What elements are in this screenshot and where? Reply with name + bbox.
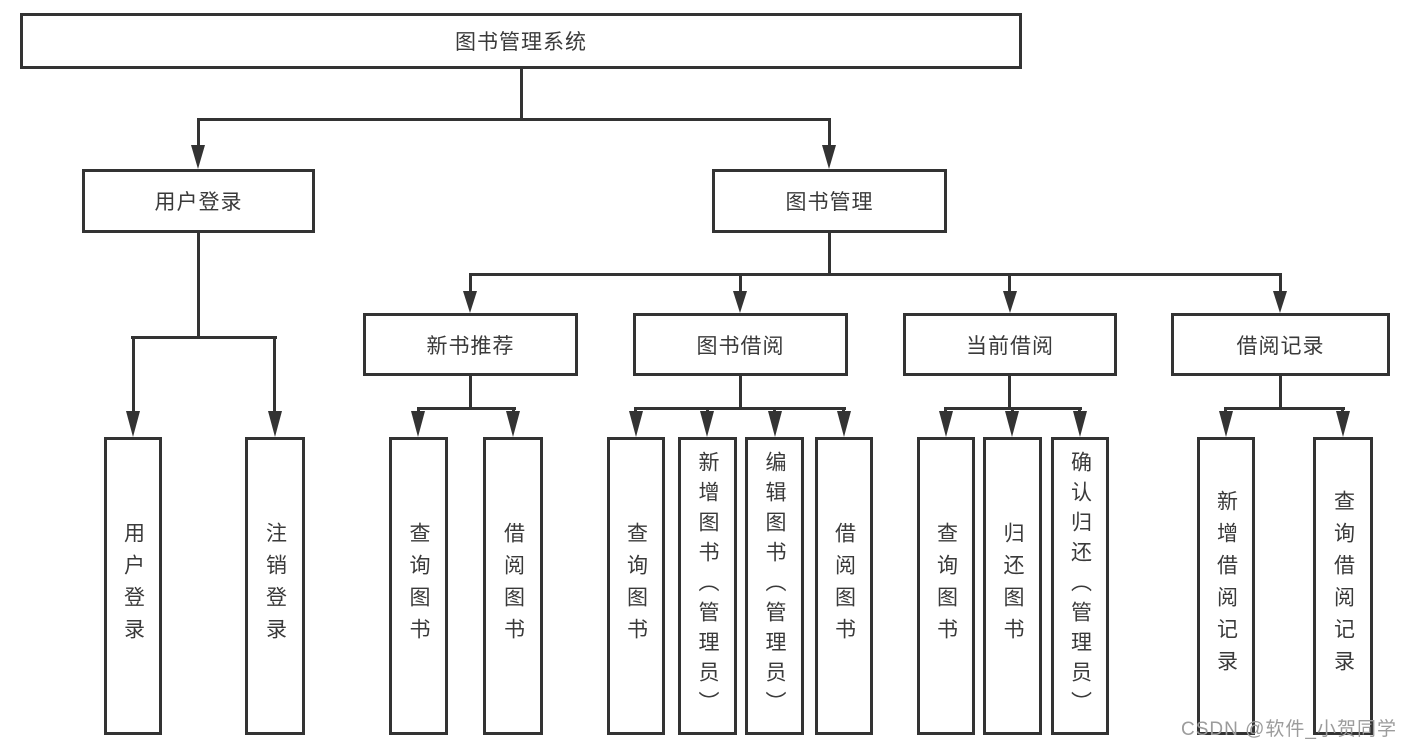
node-label: 查询借阅记录 [1331, 490, 1355, 682]
connector-line [520, 69, 523, 121]
arrow-down-icon [411, 411, 425, 437]
node-library-management-system: 图书管理系统 [20, 13, 1022, 69]
connector-line [132, 336, 135, 413]
connector-line [469, 273, 472, 293]
leaf-user-login: 用户登录 [104, 437, 162, 735]
leaf-query-books-recommend: 查询图书 [389, 437, 448, 735]
node-borrowing-records: 借阅记录 [1171, 313, 1390, 376]
node-label: 编辑图书（管理员） [763, 451, 786, 721]
connector-line [197, 118, 831, 121]
connector-line [739, 376, 742, 410]
node-label: 新增图书（管理员） [696, 451, 719, 721]
arrow-down-icon [1336, 411, 1350, 437]
node-label: 图书管理系统 [455, 31, 587, 54]
connector-line [1008, 376, 1011, 410]
node-label: 用户登录 [154, 191, 243, 214]
leaf-add-books-admin: 新增图书（管理员） [678, 437, 737, 735]
watermark-text: CSDN @软件_小贺同学 [1181, 719, 1397, 740]
arrow-down-icon [768, 411, 782, 437]
connector-line [739, 273, 742, 293]
arrow-down-icon [1073, 411, 1087, 437]
connector-line [469, 273, 1282, 276]
arrow-down-icon [1273, 291, 1287, 313]
leaf-add-borrow-record: 新增借阅记录 [1197, 437, 1255, 735]
node-book-borrowing: 图书借阅 [633, 313, 848, 376]
node-label: 查询图书 [624, 522, 648, 650]
leaf-query-books-borrowing: 查询图书 [607, 437, 665, 735]
arrow-down-icon [700, 411, 714, 437]
connector-line [131, 336, 277, 339]
leaf-borrow-books-recommend: 借阅图书 [483, 437, 543, 735]
node-current-borrowing: 当前借阅 [903, 313, 1117, 376]
arrow-down-icon [1003, 291, 1017, 313]
node-label: 注销登录 [263, 522, 287, 650]
connector-line [273, 336, 276, 413]
node-label: 借阅图书 [832, 522, 856, 650]
leaf-borrow-books-borrowing: 借阅图书 [815, 437, 873, 735]
node-label: 新增借阅记录 [1214, 490, 1238, 682]
node-new-book-recommend: 新书推荐 [363, 313, 578, 376]
arrow-down-icon [506, 411, 520, 437]
arrow-down-icon [733, 291, 747, 313]
arrow-down-icon [126, 411, 140, 437]
arrow-down-icon [268, 411, 282, 437]
node-label: 当前借阅 [966, 334, 1054, 358]
connector-line [469, 376, 472, 410]
arrow-down-icon [629, 411, 643, 437]
arrow-down-icon [463, 291, 477, 313]
connector-line [1279, 376, 1282, 410]
leaf-confirm-return-admin: 确认归还（管理员） [1051, 437, 1109, 735]
connector-line [197, 118, 200, 147]
connector-line [1279, 273, 1282, 293]
connector-line [634, 407, 846, 410]
connector-line [828, 118, 831, 147]
node-label: 用户登录 [121, 522, 145, 650]
node-label: 归还图书 [1001, 522, 1024, 650]
node-user-login: 用户登录 [82, 169, 315, 233]
node-label: 确认归还（管理员） [1068, 451, 1092, 721]
arrow-down-icon [822, 145, 836, 169]
connector-line [197, 233, 200, 339]
arrow-down-icon [191, 145, 205, 169]
node-label: 查询图书 [407, 522, 430, 650]
node-label: 借阅记录 [1236, 334, 1325, 358]
node-book-management: 图书管理 [712, 169, 947, 233]
node-label: 图书借阅 [696, 334, 785, 358]
connector-line [1008, 273, 1011, 293]
leaf-edit-books-admin: 编辑图书（管理员） [745, 437, 804, 735]
leaf-query-books-current: 查询图书 [917, 437, 975, 735]
leaf-logout: 注销登录 [245, 437, 305, 735]
leaf-query-borrow-record: 查询借阅记录 [1313, 437, 1373, 735]
arrow-down-icon [1219, 411, 1233, 437]
leaf-return-books: 归还图书 [983, 437, 1042, 735]
node-label: 查询图书 [934, 522, 958, 650]
connector-line [417, 407, 516, 410]
arrow-down-icon [939, 411, 953, 437]
node-label: 借阅图书 [501, 522, 525, 650]
node-label: 图书管理 [785, 191, 874, 214]
connector-line [828, 233, 831, 276]
arrow-down-icon [837, 411, 851, 437]
arrow-down-icon [1005, 411, 1019, 437]
node-label: 新书推荐 [426, 334, 515, 358]
connector-line [1224, 407, 1345, 410]
